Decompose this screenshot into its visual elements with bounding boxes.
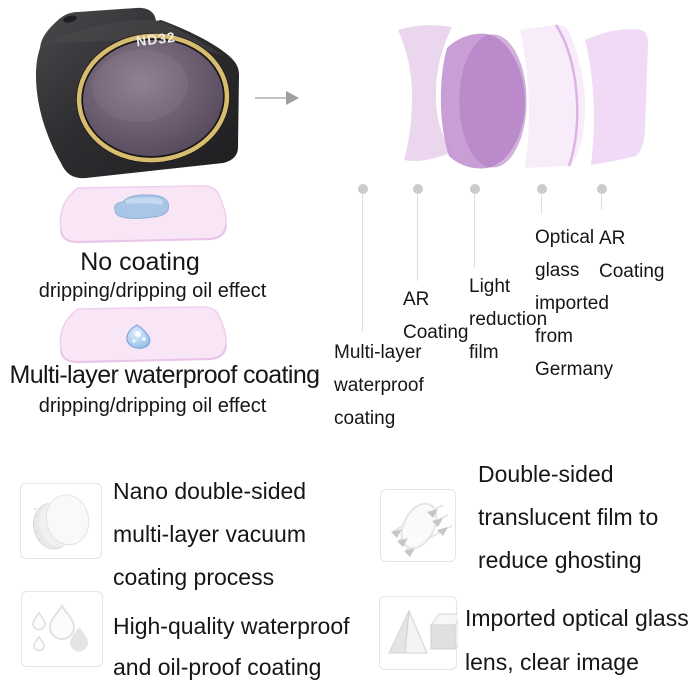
prism-glass-icon: [388, 609, 464, 654]
layer-label-ar-coating-front: AR Coating: [403, 283, 469, 349]
layer-waterproof-coating: [398, 25, 452, 162]
label-line: reduction: [469, 309, 548, 330]
feature-icon-box: [20, 483, 102, 559]
label-line: from: [535, 326, 573, 347]
plate-rim: [59, 224, 228, 244]
feature-line: Nano double-sided: [113, 478, 307, 504]
feature-line: and oil-proof coating: [113, 654, 322, 680]
label-line: Multi-layer: [334, 342, 422, 363]
layer-pin-line: [417, 193, 418, 281]
label-line: AR: [403, 289, 430, 310]
label-line: Germany: [535, 359, 614, 380]
ghosting-film-icon: [391, 502, 453, 557]
layer-pin-icon: [537, 184, 547, 194]
nd-lens-glass: [83, 39, 223, 157]
droplet-bubble: [132, 339, 136, 343]
optical-glass-edge: [554, 24, 579, 167]
feature-line: reduce ghosting: [478, 547, 642, 573]
feature-nano-coating: Nano double-sided multi-layer vacuum coa…: [113, 470, 306, 599]
feature-icon-box: [379, 596, 464, 670]
caption-no-coating-sub: dripping/dripping oil effect: [38, 280, 267, 302]
label-line: AR: [599, 228, 626, 249]
label-line: Coating: [403, 322, 469, 343]
feature-line: lens, clear image: [465, 649, 639, 675]
layer-ar-coating-back: [585, 29, 649, 165]
layer-pin-icon: [470, 184, 480, 194]
feature-imported-glass: Imported optical glass lens, clear image: [465, 596, 689, 684]
product-photo: ND32: [36, 7, 239, 179]
feature-icon-box: [21, 591, 103, 667]
feature-reduce-ghosting: Double-sided translucent film to reduce …: [478, 453, 658, 582]
caption-waterproof-coating-sub: dripping/dripping oil effect: [38, 395, 267, 417]
label-line: Optical: [535, 227, 595, 248]
layer-optical-glass: [520, 24, 586, 169]
feature-icon-box: [380, 489, 456, 562]
layer-pin-icon: [358, 184, 368, 194]
label-line: imported: [535, 293, 609, 314]
layer-label-multilayer-waterproof-coating: Multi-layer waterproof coating: [334, 336, 424, 435]
layer-pin-line: [362, 193, 363, 332]
label-line: coating: [334, 408, 396, 429]
plate-rim: [59, 344, 228, 364]
layer-pin-line: [541, 193, 542, 214]
caption-waterproof-coating: Multi-layer waterproof coating: [9, 361, 321, 389]
layer-label-ar-coating-back: AR Coating: [599, 222, 665, 288]
puddle-highlight: [125, 197, 163, 205]
feature-line: Double-sided: [478, 461, 614, 487]
label-line: Light: [469, 276, 511, 297]
plate-waterproof-coating: [59, 306, 228, 364]
feature-line: coating process: [113, 564, 275, 590]
layer-pin-icon: [597, 184, 607, 194]
layer-pin-line: [601, 193, 602, 210]
gold-ring: [76, 33, 230, 163]
feature-line: Imported optical glass: [465, 605, 689, 631]
lens-disc-icon: [32, 494, 90, 550]
plate-no-coating: [59, 185, 228, 244]
water-drops-icon: [32, 604, 88, 652]
feature-line: multi-layer vacuum: [113, 521, 306, 547]
explode-arrow-icon: [255, 91, 299, 105]
label-line: glass: [535, 260, 580, 281]
label-line: Coating: [599, 261, 665, 282]
filter-layers-illustration: [398, 24, 649, 169]
nd-badge-label: ND32: [135, 29, 176, 50]
layer-pin-line: [474, 193, 475, 268]
layer-light-reduction-film: [459, 34, 527, 168]
droplet-bubble: [135, 331, 141, 337]
feature-line: translucent film to: [478, 504, 659, 530]
mount-slot: [63, 15, 77, 23]
caption-no-coating: No coating: [80, 248, 200, 276]
layer-label-optical-glass-germany: Optical glass imported from Germany: [535, 221, 613, 386]
lens-sheen: [92, 49, 189, 122]
label-line: waterproof: [334, 375, 424, 396]
layer-label-light-reduction-film: Light reduction film: [469, 270, 547, 369]
droplet-bubble: [142, 337, 146, 341]
label-line: film: [469, 342, 499, 363]
layer-pin-icon: [413, 184, 423, 194]
feature-waterproof-oilproof: High-quality waterproof and oil-proof co…: [113, 606, 350, 688]
feature-line: High-quality waterproof: [113, 613, 350, 639]
